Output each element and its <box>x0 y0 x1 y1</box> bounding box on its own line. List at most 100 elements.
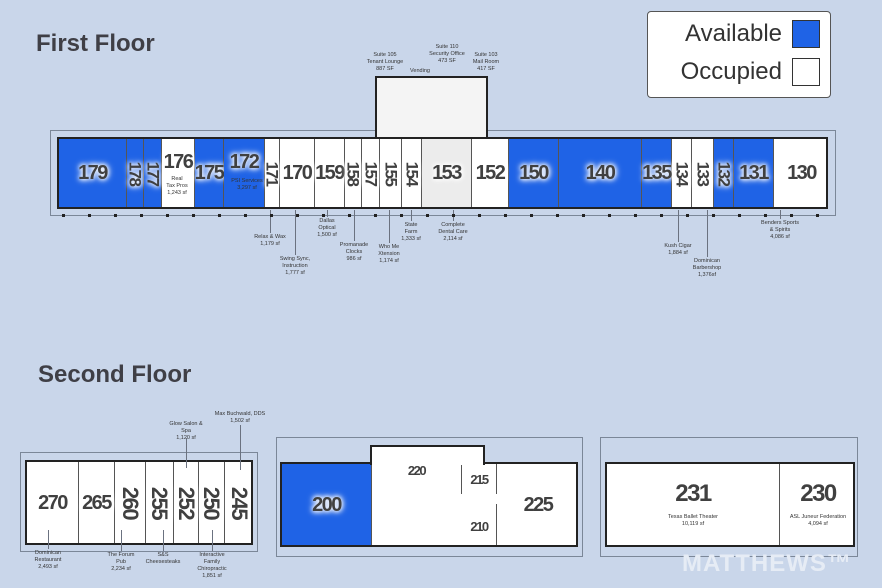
unit-230[interactable]: 230 <box>780 464 853 545</box>
tenant-callout: Suite 103 Mail Room 417 SF <box>472 52 500 72</box>
column-marker <box>504 214 507 217</box>
unit-number: 220 <box>407 463 427 478</box>
tenant-callout: Max Buchwald, DDS 1,502 sf <box>214 411 266 424</box>
unit-153[interactable]: 153 <box>422 139 472 207</box>
column-marker <box>816 214 819 217</box>
unit-210[interactable]: 210 <box>462 504 497 545</box>
column-marker <box>114 214 117 217</box>
unit-number: 170 <box>282 162 313 184</box>
matthews-watermark-logo: MATTHEWS™ <box>682 550 852 577</box>
tenant-callout: State Farm 1,333 sf <box>401 222 421 242</box>
legend-available-label: Available <box>685 20 782 47</box>
column-marker <box>348 214 351 217</box>
tenant-callout: Who Me Xtension 1,174 sf <box>378 244 400 264</box>
tenant-callout: PSI Services 3,297 sf <box>231 178 263 191</box>
available-swatch <box>792 20 820 48</box>
unit-133[interactable]: 133 <box>692 139 714 207</box>
column-marker <box>764 214 767 217</box>
unit-number: 210 <box>470 519 489 534</box>
second-floor-title: Second Floor <box>38 361 192 388</box>
column-marker <box>478 214 481 217</box>
unit-175[interactable]: 175 <box>194 139 225 207</box>
unit-number: 150 <box>519 162 549 184</box>
unit-255[interactable]: 255 <box>146 462 174 543</box>
second-floor-center-outline <box>276 437 583 557</box>
column-marker <box>296 214 299 217</box>
unit-number: 171 <box>262 161 282 185</box>
column-marker <box>244 214 247 217</box>
unit-231[interactable]: 231 <box>607 464 780 545</box>
column-marker <box>608 214 611 217</box>
unit-159[interactable]: 159 <box>315 139 345 207</box>
unit-154[interactable]: 154 <box>402 139 422 207</box>
unit-200[interactable]: 200 <box>282 464 372 545</box>
unit-number: 265 <box>82 491 112 514</box>
first-floor-title: First Floor <box>36 30 155 57</box>
column-marker <box>660 214 663 217</box>
unit-number: 135 <box>642 162 672 184</box>
unit-number: 134 <box>672 161 691 185</box>
unit-number: 131 <box>739 162 769 184</box>
unit-158[interactable]: 158 <box>344 139 363 207</box>
unit-130[interactable]: 130 <box>774 139 826 207</box>
unit-131[interactable]: 131 <box>734 139 774 207</box>
unit-225[interactable]: 225 <box>497 464 576 545</box>
unit-245[interactable]: 245 <box>225 462 253 543</box>
column-marker <box>738 214 741 217</box>
unit-number: 175 <box>194 162 225 184</box>
legend-occupied-label: Occupied <box>680 58 782 85</box>
column-marker <box>686 214 689 217</box>
unit-132[interactable]: 132 <box>714 139 734 207</box>
unit-177[interactable]: 177 <box>143 139 162 207</box>
unit-150[interactable]: 150 <box>509 139 559 207</box>
unit-number: 230 <box>800 480 837 507</box>
unit-252[interactable]: 252 <box>174 462 199 543</box>
unit-135[interactable]: 135 <box>642 139 672 207</box>
tenant-callout: Texas Ballet Theater 10,119 sf <box>667 514 719 527</box>
unit-number: 176 <box>163 151 194 173</box>
legend: Available Occupied <box>647 11 831 98</box>
legend-occupied: Occupied <box>658 57 820 87</box>
unit-157[interactable]: 157 <box>361 139 380 207</box>
tenant-callout: Dallas Optical 1,500 sf <box>317 218 337 238</box>
unit-155[interactable]: 155 <box>380 139 402 207</box>
unit-134[interactable]: 134 <box>672 139 692 207</box>
column-marker <box>322 214 325 217</box>
unit-number: 172 <box>229 151 260 173</box>
unit-220[interactable]: 220 <box>372 464 462 494</box>
tenant-callout: Dominican Barbershop 1,376sf <box>692 258 722 278</box>
unit-260[interactable]: 260 <box>115 462 146 543</box>
unit-number: 155 <box>381 161 400 185</box>
tenant-callout: ASL Juneur Federation 4,094 sf <box>789 514 847 527</box>
unit-140[interactable]: 140 <box>559 139 642 207</box>
unit-215[interactable]: 215 <box>462 464 497 494</box>
tenant-callout: Interactive Family Chiropractic 1,851 sf <box>197 552 227 579</box>
unit-176[interactable]: 176 <box>162 139 195 207</box>
unit-171[interactable]: 171 <box>262 139 282 207</box>
unit-number: 157 <box>361 161 380 185</box>
column-marker <box>452 214 455 217</box>
tenant-callout: The Forum Pub 2,234 sf <box>107 552 135 572</box>
unit-178[interactable]: 178 <box>126 139 145 207</box>
tenant-callout: Benders Sports & Spirits 4,086 sf <box>761 220 799 240</box>
unit-number: 250 <box>199 486 225 519</box>
unit-number: 225 <box>523 493 554 516</box>
unit-179[interactable]: 179 <box>59 139 127 207</box>
unit-265[interactable]: 265 <box>79 462 115 543</box>
unit-number: 260 <box>118 486 143 519</box>
unit-170[interactable]: 170 <box>280 139 315 207</box>
unit-250[interactable]: 250 <box>199 462 225 543</box>
column-marker <box>426 214 429 217</box>
unit-number: 245 <box>227 486 253 519</box>
column-marker <box>88 214 91 217</box>
unit-172[interactable]: 172 <box>224 139 265 207</box>
unit-152[interactable]: 152 <box>472 139 509 207</box>
unit-270[interactable]: 270 <box>27 462 79 543</box>
unit-number: 179 <box>78 162 108 184</box>
second-floor-center-core <box>370 445 485 465</box>
tenant-callout: Promanade Clocks 986 sf <box>339 242 369 262</box>
unit-number: 231 <box>675 480 712 507</box>
unit-number: 133 <box>693 161 712 185</box>
